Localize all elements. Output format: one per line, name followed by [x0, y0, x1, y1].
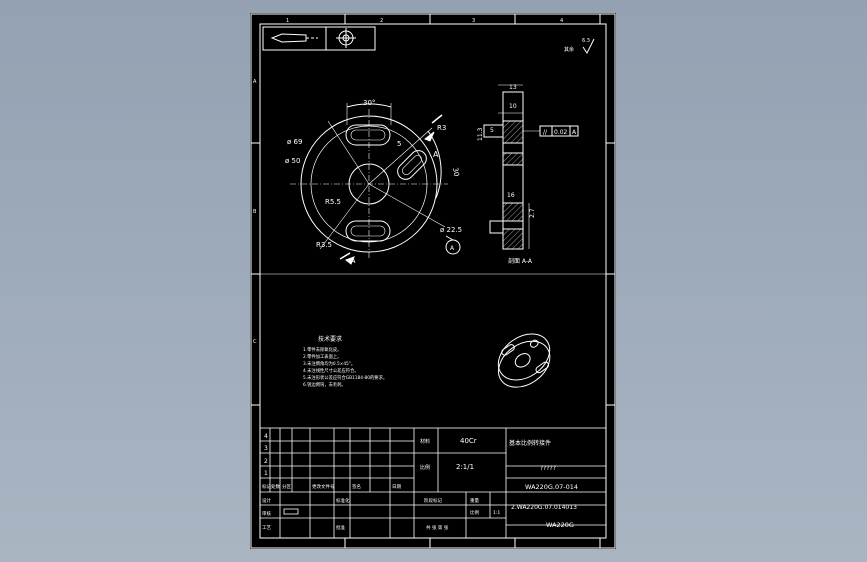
section-view — [483, 84, 579, 250]
stage-label: 阶段标记 — [424, 497, 442, 504]
tech-note-5: 5.未注形状公差应符合GB1184-80的要求。 — [303, 374, 387, 381]
section-mark-bottom: A — [350, 256, 356, 265]
tolerance-datum: A — [572, 129, 577, 136]
header-mark: 标记 — [262, 483, 271, 490]
surface-finish-symbol: 其余 6.3 — [564, 38, 595, 54]
border-label-top-2: 2 — [380, 18, 383, 24]
section-dim-27: 2.7 — [529, 208, 536, 218]
projection-symbol-icon — [336, 28, 356, 48]
section-dim-5: 5 — [490, 127, 494, 134]
rev-row-2: 2 — [264, 458, 268, 465]
rev-row-4: 4 — [264, 433, 268, 440]
dim-5: 5 — [397, 140, 401, 148]
inner-frame — [259, 23, 607, 539]
taper-symbol-icon — [270, 33, 318, 43]
company-name: ????? — [540, 465, 556, 472]
rev-row-1: 1 — [264, 470, 268, 477]
surface-finish-value: 6.3 — [582, 38, 590, 44]
dim-r35: R3.5 — [316, 241, 332, 249]
header-change-doc: 更改文件号 — [312, 483, 335, 490]
title-block — [259, 427, 607, 539]
section-caption: 剖面 A-A — [508, 257, 533, 265]
front-view — [290, 103, 461, 265]
header-date: 日期 — [392, 484, 401, 490]
slot-bottom — [345, 220, 391, 242]
section-dim-13: 13 — [509, 84, 517, 91]
border-label-side-a: A — [253, 79, 257, 85]
border-label-side-c: C — [253, 339, 257, 345]
std-label: 标准化 — [336, 497, 350, 504]
tech-note-6: 6.锐边倒钝，去毛刺。 — [303, 381, 346, 388]
drawing-canvas: 1 2 3 4 A B C 其余 6.3 — [250, 13, 616, 549]
ratio-value: 2:1/1 — [456, 463, 474, 471]
tech-note-3: 3.未注倒角均为0.5×45°。 — [303, 360, 355, 367]
outer-frame — [250, 13, 616, 549]
dim-r3: R3 — [437, 124, 446, 132]
scale-value: 1:1 — [493, 510, 500, 516]
tech-note-2: 2.零件加工表面上。 — [303, 353, 341, 360]
ratio-label: 比例 — [420, 464, 430, 471]
tech-note-1: 1.零件去除氧化皮。 — [303, 346, 341, 353]
dim-r55: R5.5 — [325, 198, 341, 206]
material-label: 材料 — [420, 438, 430, 445]
dim-phi50: ø 50 — [285, 157, 300, 165]
part-number: WA220G.07-014 — [525, 483, 578, 491]
section-dim-10: 10 — [509, 103, 517, 110]
header-sign: 签名 — [352, 483, 361, 490]
material-value: 40Cr — [460, 437, 477, 445]
slot-angled — [397, 150, 427, 180]
border-label-top-1: 1 — [286, 18, 289, 24]
slot-top — [345, 124, 391, 146]
surface-finish-label: 其余 — [564, 46, 574, 53]
sheet-label: 共 张 第 张 — [426, 524, 449, 531]
dim-30: 30 — [451, 167, 460, 177]
role-process: 工艺 — [262, 525, 271, 531]
symbol-box — [262, 26, 376, 51]
tolerance-symbol: // — [543, 129, 548, 136]
dim-phi69: ø 69 — [287, 138, 302, 146]
technical-notes: 技术要求 1.零件去除氧化皮。 2.零件加工表面上。 3.未注倒角均为0.5×4… — [303, 335, 387, 388]
dim-angle30: 30° — [363, 99, 375, 107]
isometric-view — [497, 333, 551, 388]
datum-label: A — [450, 245, 455, 252]
border-label-top-4: 4 — [560, 18, 563, 24]
tech-notes-title: 技术要求 — [318, 335, 342, 343]
border-label-top-3: 3 — [472, 18, 475, 24]
assembly-number: 2.WA220G.07.014013 — [511, 504, 577, 511]
weight-label: 重量 — [470, 497, 479, 504]
role-design: 设计 — [262, 497, 271, 504]
header-count: 处数 — [271, 483, 280, 490]
header-zone: 分区 — [282, 483, 291, 490]
scale-label: 比例 — [470, 509, 479, 516]
dim-phi225: ø 22.5 — [440, 226, 462, 234]
tech-note-4: 4.未注线性尺寸公差应符合。 — [303, 367, 359, 374]
role-review: 审核 — [262, 510, 271, 517]
section-dim-16: 16 — [507, 192, 515, 199]
drawing-title: 基本比例转接件 — [509, 439, 551, 447]
section-dim-113: 11.3 — [477, 127, 484, 141]
project-code: WA220G — [546, 521, 574, 529]
tolerance-value: 0.02 — [554, 129, 568, 136]
approve-label: 批准 — [336, 524, 345, 531]
section-mark-top: A — [433, 150, 439, 159]
drawing-sheet[interactable]: 1 2 3 4 A B C 其余 6.3 — [250, 13, 616, 549]
border-label-side-b: B — [253, 209, 257, 215]
rev-row-3: 3 — [264, 445, 268, 452]
